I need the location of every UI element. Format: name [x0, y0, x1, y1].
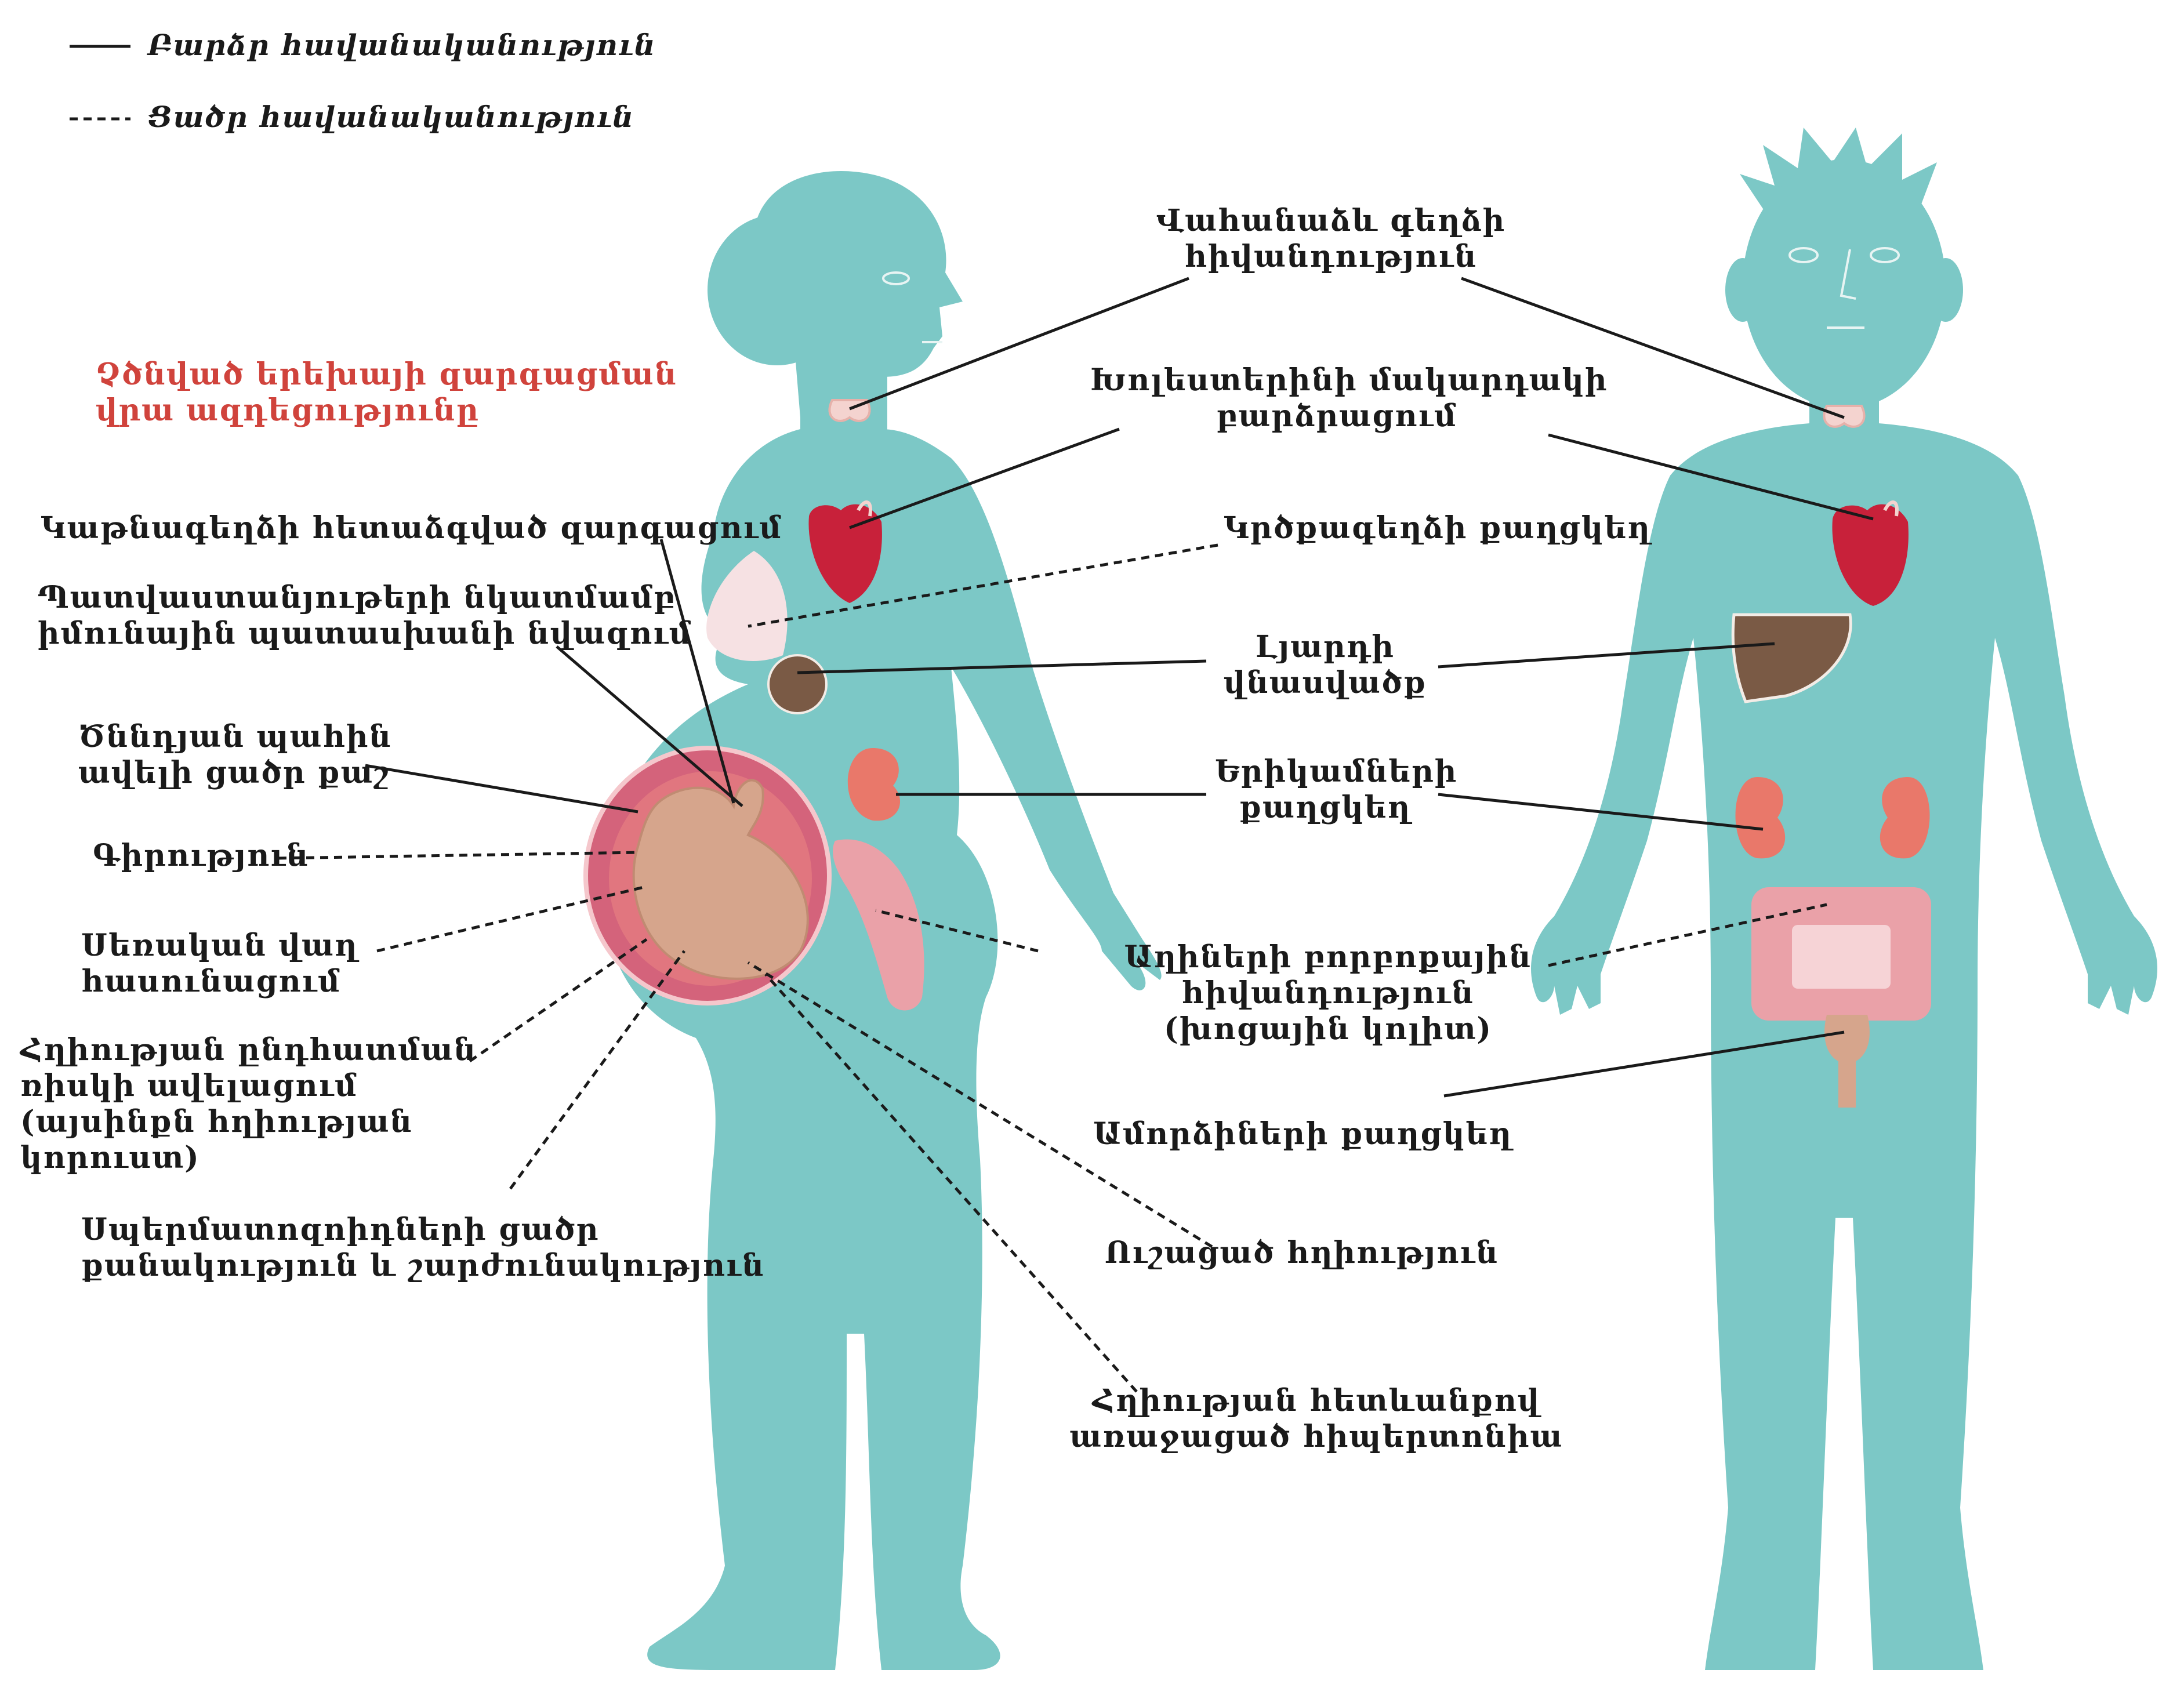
label-delayed-pregnancy: Ուշացած հղիություն: [1105, 1235, 1499, 1271]
label-obesity: Գիրություն: [93, 838, 309, 874]
label-breast-cancer: Կրծքագեղձի քաղցկեղ: [1224, 510, 1651, 546]
label-sperm: Սպերմատոզոիդների ցածր քանակություն և շար…: [81, 1212, 765, 1284]
legend-low-label: Ցածր հավանականություն: [148, 100, 634, 134]
label-miscarriage: Հղիության ընդհատման ռիսկի ավելացում (այս…: [20, 1032, 477, 1176]
label-cholesterol: Խոլեստերինի մակարդակի բարձրացում: [1090, 362, 1583, 434]
label-testicular-cancer: Ամորձիների քաղցկեղ: [1093, 1116, 1512, 1152]
legend-high-label: Բարձր հավանականություն: [148, 28, 656, 62]
label-breast-development: Կաթնագեղձի հետաձգված զարգացում: [41, 510, 782, 546]
label-pregnancy-hypertension: Հղիության հետևանքով առաջացած հիպերտոնիա: [1067, 1383, 1566, 1455]
female-liver: [768, 655, 826, 713]
label-kidney-cancer: Երիկամների քաղցկեղ: [1215, 754, 1435, 826]
label-thyroid-disease: Վահանաձև գեղձի հիվանդություն: [1151, 203, 1511, 275]
label-birth-weight: Ծննդյան պահին ավելի ցածր քաշ: [78, 719, 392, 791]
label-immune-response: Պատվաստանյութերի նկատմամբ իմունային պատա…: [38, 580, 692, 652]
label-colitis: Աղիների բորբոքային հիվանդություն (խոցայի…: [1119, 939, 1537, 1047]
label-liver-damage: Լյարդի վնասվածք: [1215, 629, 1435, 701]
label-early-puberty: Սեռական վաղ հասունացում: [81, 928, 358, 1000]
label-fetal-effect: Չծնված երեխայի զարգացման վրա ազդեցությու…: [96, 357, 677, 429]
